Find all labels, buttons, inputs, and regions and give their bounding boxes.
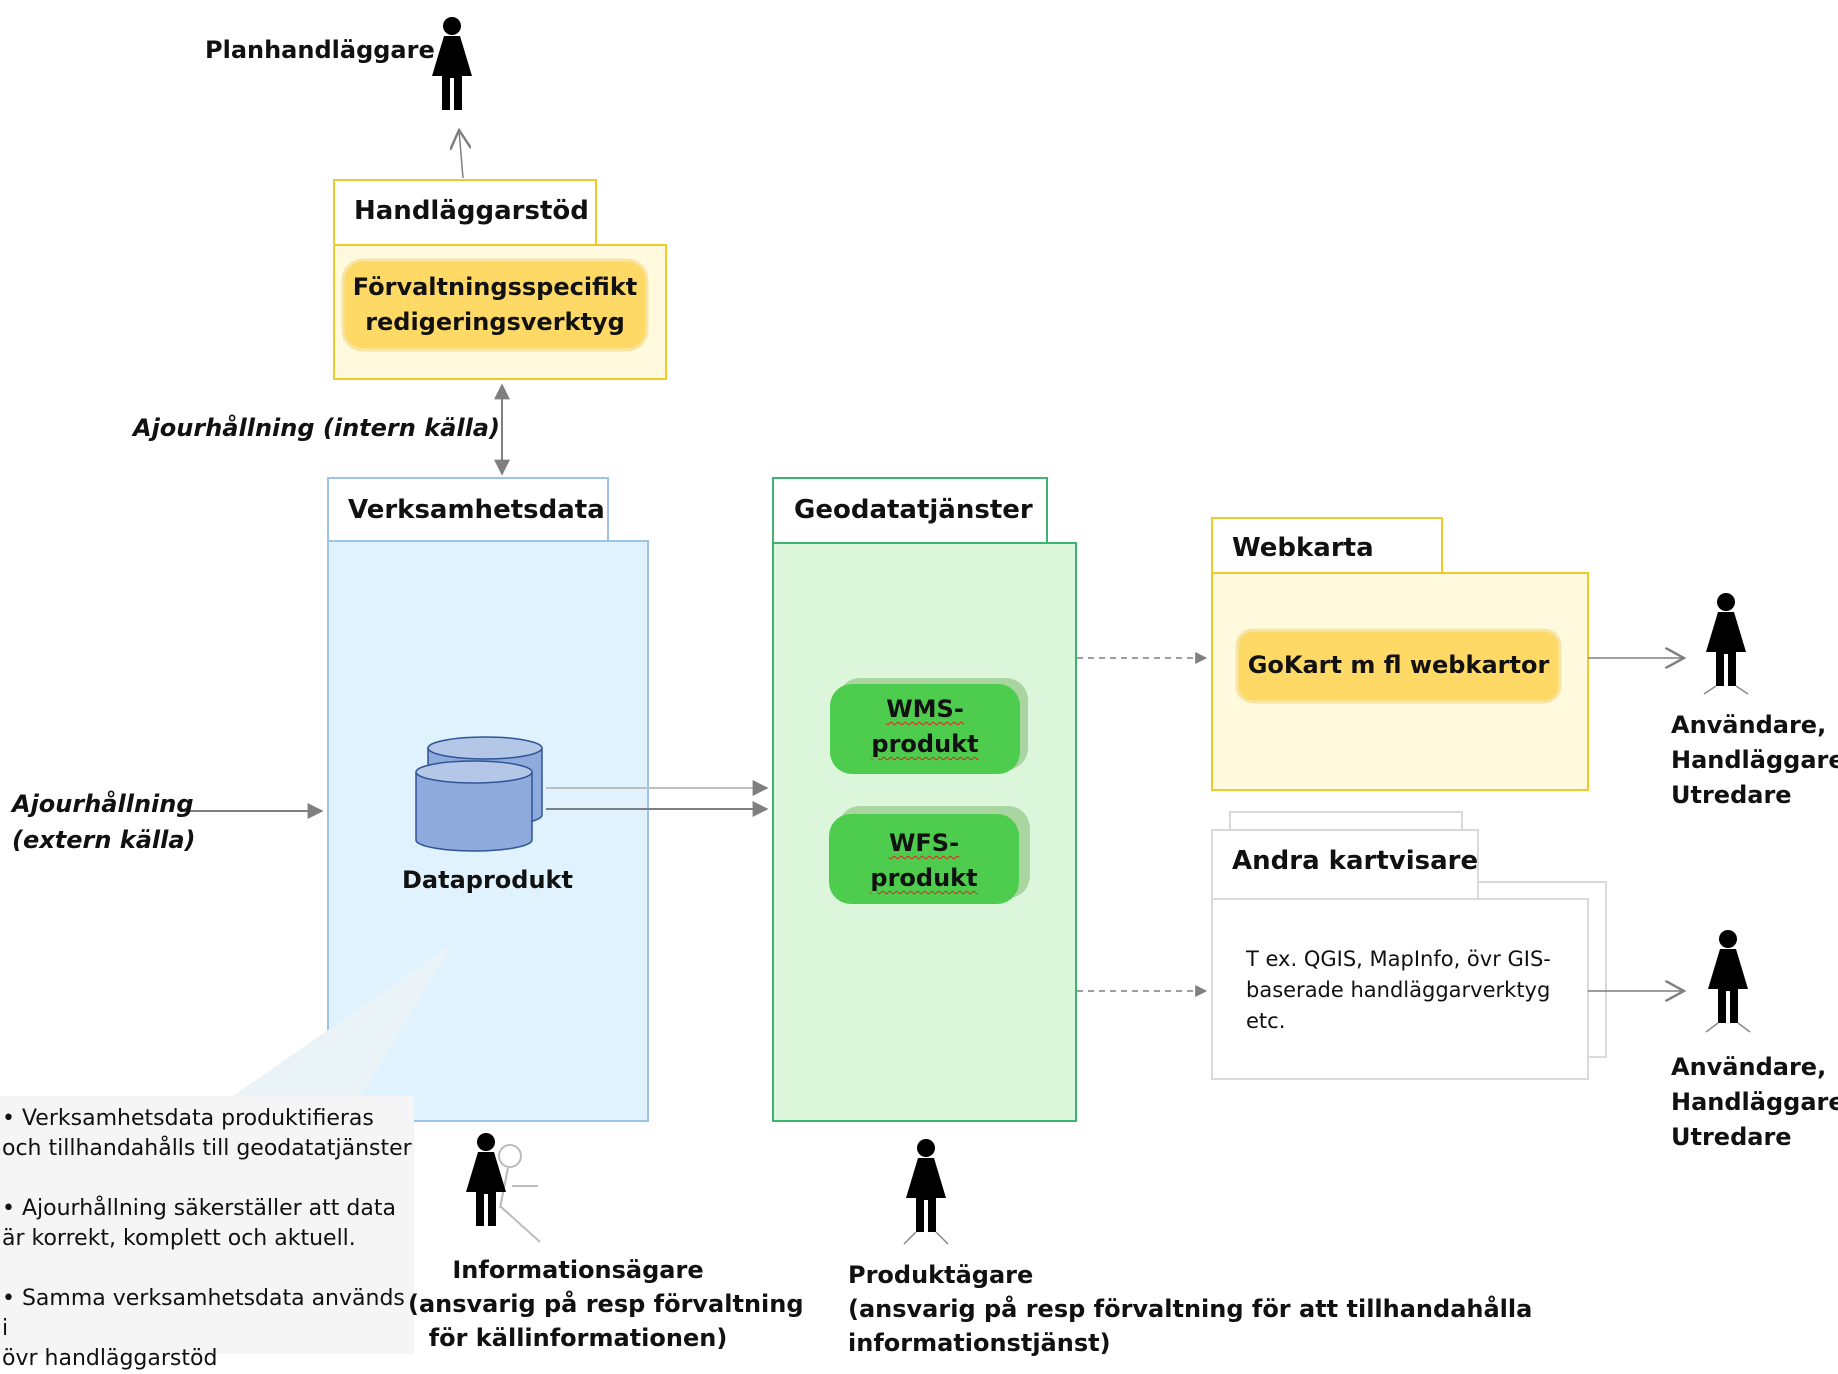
gokart-pill (1235, 628, 1562, 704)
webkarta-title: Webkarta (1232, 533, 1374, 563)
user-bottom-person-icon (1708, 930, 1748, 1023)
note-callout-wedge (230, 944, 452, 1098)
planhandlaggare-person-icon (432, 17, 472, 110)
informationsagare-label: Informationsägare (ansvarig på resp förv… (408, 1256, 804, 1352)
wms-produkt-label: WMS- produkt (871, 695, 979, 758)
ajourhallning-intern-label: Ajourhållning (intern källa) (133, 414, 500, 442)
andra-kartvisare-package (1211, 811, 1607, 1080)
andra-kartvisare-title: Andra kartvisare (1232, 846, 1479, 876)
produktagare-person-icon (903, 1139, 949, 1245)
wms-pill (830, 684, 1020, 774)
produktagare-label: Produktägare (ansvarig på resp förvaltni… (848, 1261, 1533, 1357)
informationsagare-person-icon (466, 1133, 541, 1243)
user-top-person-extra-icon (1703, 685, 1749, 695)
ajourhallning-extern-label: Ajourhållning (extern källa) (12, 790, 196, 854)
dataprodukt-label: Dataprodukt (402, 866, 573, 894)
geodatatjanster-package (772, 477, 1077, 1122)
geodatatjanster-title: Geodatatjänster (794, 495, 1033, 525)
andra-kartvisare-text: T ex. QGIS, MapInfo, övr GIS- baserade h… (1246, 947, 1551, 1033)
webkarta-package (1211, 517, 1589, 791)
database-icon (415, 736, 543, 852)
wfs-pill (829, 814, 1019, 904)
handlaggarstod-package (333, 179, 667, 380)
gokart-label: GoKart m fl webkartor (1247, 651, 1550, 679)
user-top-person-icon (1706, 593, 1746, 686)
redigeringsverktyg-pill (341, 258, 649, 352)
verksamhetsdata-title: Verksamhetsdata (348, 495, 605, 525)
note-box (0, 1096, 414, 1354)
wfs-produkt-label: WFS- produkt (870, 829, 978, 892)
user-bottom-person-extra-icon (1705, 1022, 1751, 1033)
arrow-to-planhandlaggare (459, 130, 463, 179)
planhandlaggare-label: Planhandläggare (205, 36, 435, 64)
users-bottom-label: Användare, Handläggare, Utredare (1671, 1053, 1838, 1151)
handlaggarstod-title: Handläggarstöd (354, 196, 589, 226)
users-top-label: Användare, Handläggare, Utredare (1671, 711, 1838, 809)
redigeringsverktyg-label: Förvaltningsspecifikt redigeringsverktyg (352, 273, 638, 336)
